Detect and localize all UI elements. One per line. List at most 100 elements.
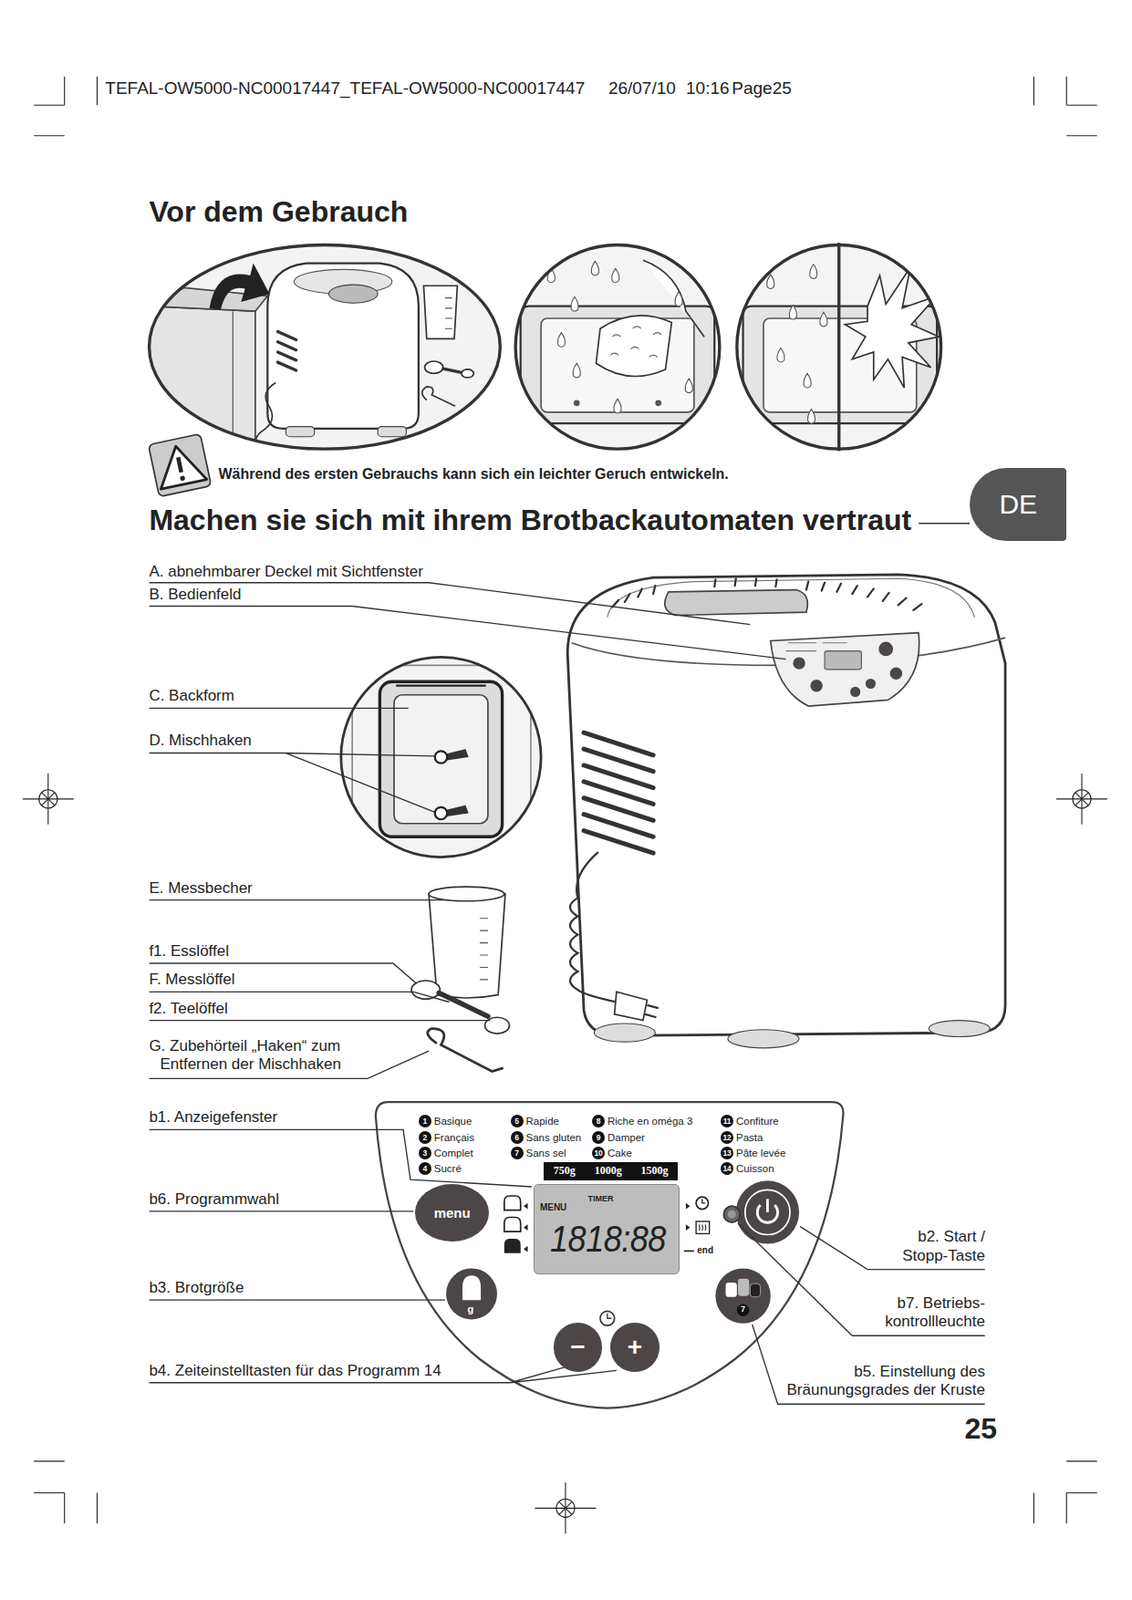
- bread-machine-part: [567, 574, 1006, 1037]
- button-label: menu: [434, 1204, 471, 1221]
- crop-marks: [33, 76, 1098, 1524]
- pan-inset-part: [341, 656, 541, 857]
- part-label: b6. Programmwahl: [148, 1190, 280, 1209]
- unpacking-illustration-part-part: [377, 426, 406, 437]
- removal-hook-part: [427, 1028, 503, 1072]
- control-panel-part: [702, 1198, 706, 1203]
- program-number: 1: [418, 1114, 432, 1128]
- program-number: 11: [720, 1114, 734, 1128]
- print-page: Page25: [731, 78, 792, 100]
- program-name: Riche en oméga 3: [607, 1115, 693, 1127]
- washing-illustration-part-part: [520, 306, 716, 425]
- part-label: b7. Betriebs- kontrollleuchte: [851, 1294, 986, 1332]
- control-panel-part: [736, 1180, 800, 1244]
- bread-machine-part: [727, 1029, 800, 1049]
- unpacking-illustration-part-part: [328, 284, 378, 303]
- program-item: 1Basique: [418, 1114, 473, 1128]
- drying-illustration: [737, 242, 942, 451]
- washing-illustration-part-part: [675, 291, 683, 307]
- part-label: b2. Start / Stopp-Taste: [877, 1227, 986, 1266]
- control-panel-part: [737, 1278, 749, 1297]
- control-panel-part: [698, 1224, 706, 1231]
- warning-icon-part: [148, 434, 212, 498]
- program-number: 3: [418, 1146, 432, 1160]
- control-panel-part: [504, 1195, 521, 1232]
- leader-lines-part: [737, 1223, 986, 1336]
- callout-number: 7: [740, 1304, 746, 1315]
- program-item: 3Complet: [418, 1146, 474, 1160]
- control-panel-part: [600, 1310, 615, 1326]
- washing-illustration-part-part: [571, 297, 579, 312]
- unpacking-illustration-part-part: [255, 382, 276, 450]
- leader-lines-part: [752, 1324, 986, 1404]
- control-panel-part: [523, 1203, 528, 1253]
- pan-inset-part-part: [379, 681, 502, 837]
- program-name: Basique: [434, 1115, 473, 1127]
- washing-illustration-part-part: [572, 363, 581, 378]
- print-date: 26/07/10: [608, 78, 676, 100]
- leader-lines-part: [799, 1226, 985, 1270]
- bread-machine-part: [850, 686, 861, 697]
- washing-illustration-part: [520, 259, 716, 424]
- bread-machine-part: [614, 991, 648, 1020]
- program-item: 6Sans gluten: [510, 1131, 582, 1144]
- washing-illustration-part-part: [591, 260, 599, 276]
- drying-illustration-part-part: [767, 274, 775, 290]
- program-number: 6: [510, 1131, 524, 1144]
- part-label: E. Messbecher: [148, 879, 252, 898]
- loaf-size: 750g: [553, 1163, 576, 1178]
- part-label: f2. Teelöffel: [148, 999, 228, 1018]
- bread-machine-part: [890, 667, 903, 680]
- part-label: C. Backform: [148, 686, 235, 706]
- plus-button: +: [610, 1322, 660, 1372]
- washing-illustration-part-part: [612, 268, 620, 283]
- leader-lines-part: [149, 1298, 446, 1300]
- drying-illustration-part-part: [844, 267, 939, 388]
- removal-hook: [427, 1028, 503, 1072]
- unpacking-illustration-part-part: [445, 298, 453, 330]
- drying-illustration-part: [837, 242, 841, 451]
- unpacking-illustration-part-part: [285, 426, 314, 437]
- program-number: 9: [591, 1131, 605, 1144]
- leader-lines-part: [149, 753, 436, 813]
- unpacking-illustration-part-part: [425, 361, 444, 374]
- drying-illustration-part-part: [777, 347, 785, 363]
- button-symbol: −: [570, 1334, 585, 1361]
- crop-marks-part: [33, 1461, 97, 1524]
- leader-lines-part: [149, 899, 450, 901]
- control-panel-part: [726, 1282, 738, 1298]
- leader-lines-part: [149, 1129, 532, 1187]
- control-panel: [375, 1101, 844, 1409]
- washing-illustration: [515, 244, 720, 449]
- bread-machine-part: [644, 1005, 659, 1018]
- program-item: 2Français: [418, 1131, 475, 1144]
- program-name: Complet: [434, 1147, 474, 1159]
- lcd-digits: 1818:88: [550, 1218, 666, 1259]
- program-name: Français: [434, 1132, 475, 1143]
- leader-lines-part: [149, 605, 787, 659]
- program-item: 11Confiture: [720, 1114, 779, 1128]
- size-band: 750g1000g1500g: [543, 1162, 678, 1181]
- unpacking-illustration: [149, 244, 501, 454]
- unpacking-illustration-part: [149, 244, 501, 449]
- drying-illustration-part-part: [820, 311, 828, 327]
- program-name: Cuisson: [736, 1163, 775, 1174]
- program-item: 9Damper: [591, 1131, 645, 1144]
- crop-marks-part: [1033, 76, 1097, 136]
- loaf-size: 1000g: [594, 1163, 623, 1178]
- washing-illustration-part: [515, 244, 720, 449]
- bread-machine-part: [928, 1020, 990, 1038]
- bread-machine: [567, 574, 1006, 1049]
- program-number: 8: [591, 1114, 605, 1128]
- bread-machine-part: [865, 678, 876, 689]
- leader-lines: [149, 582, 986, 1404]
- program-item: 8Riche en oméga 3: [591, 1114, 693, 1128]
- control-panel-part: [715, 1267, 770, 1323]
- drying-illustration-part: [743, 264, 940, 425]
- program-number: 7: [510, 1146, 524, 1160]
- control-panel-part: [504, 1238, 521, 1254]
- unpacking-illustration-part-part: [461, 369, 474, 378]
- washing-illustration-part: [515, 244, 720, 449]
- part-label: b5. Einstellung des Bräunungsgrades der …: [765, 1362, 986, 1401]
